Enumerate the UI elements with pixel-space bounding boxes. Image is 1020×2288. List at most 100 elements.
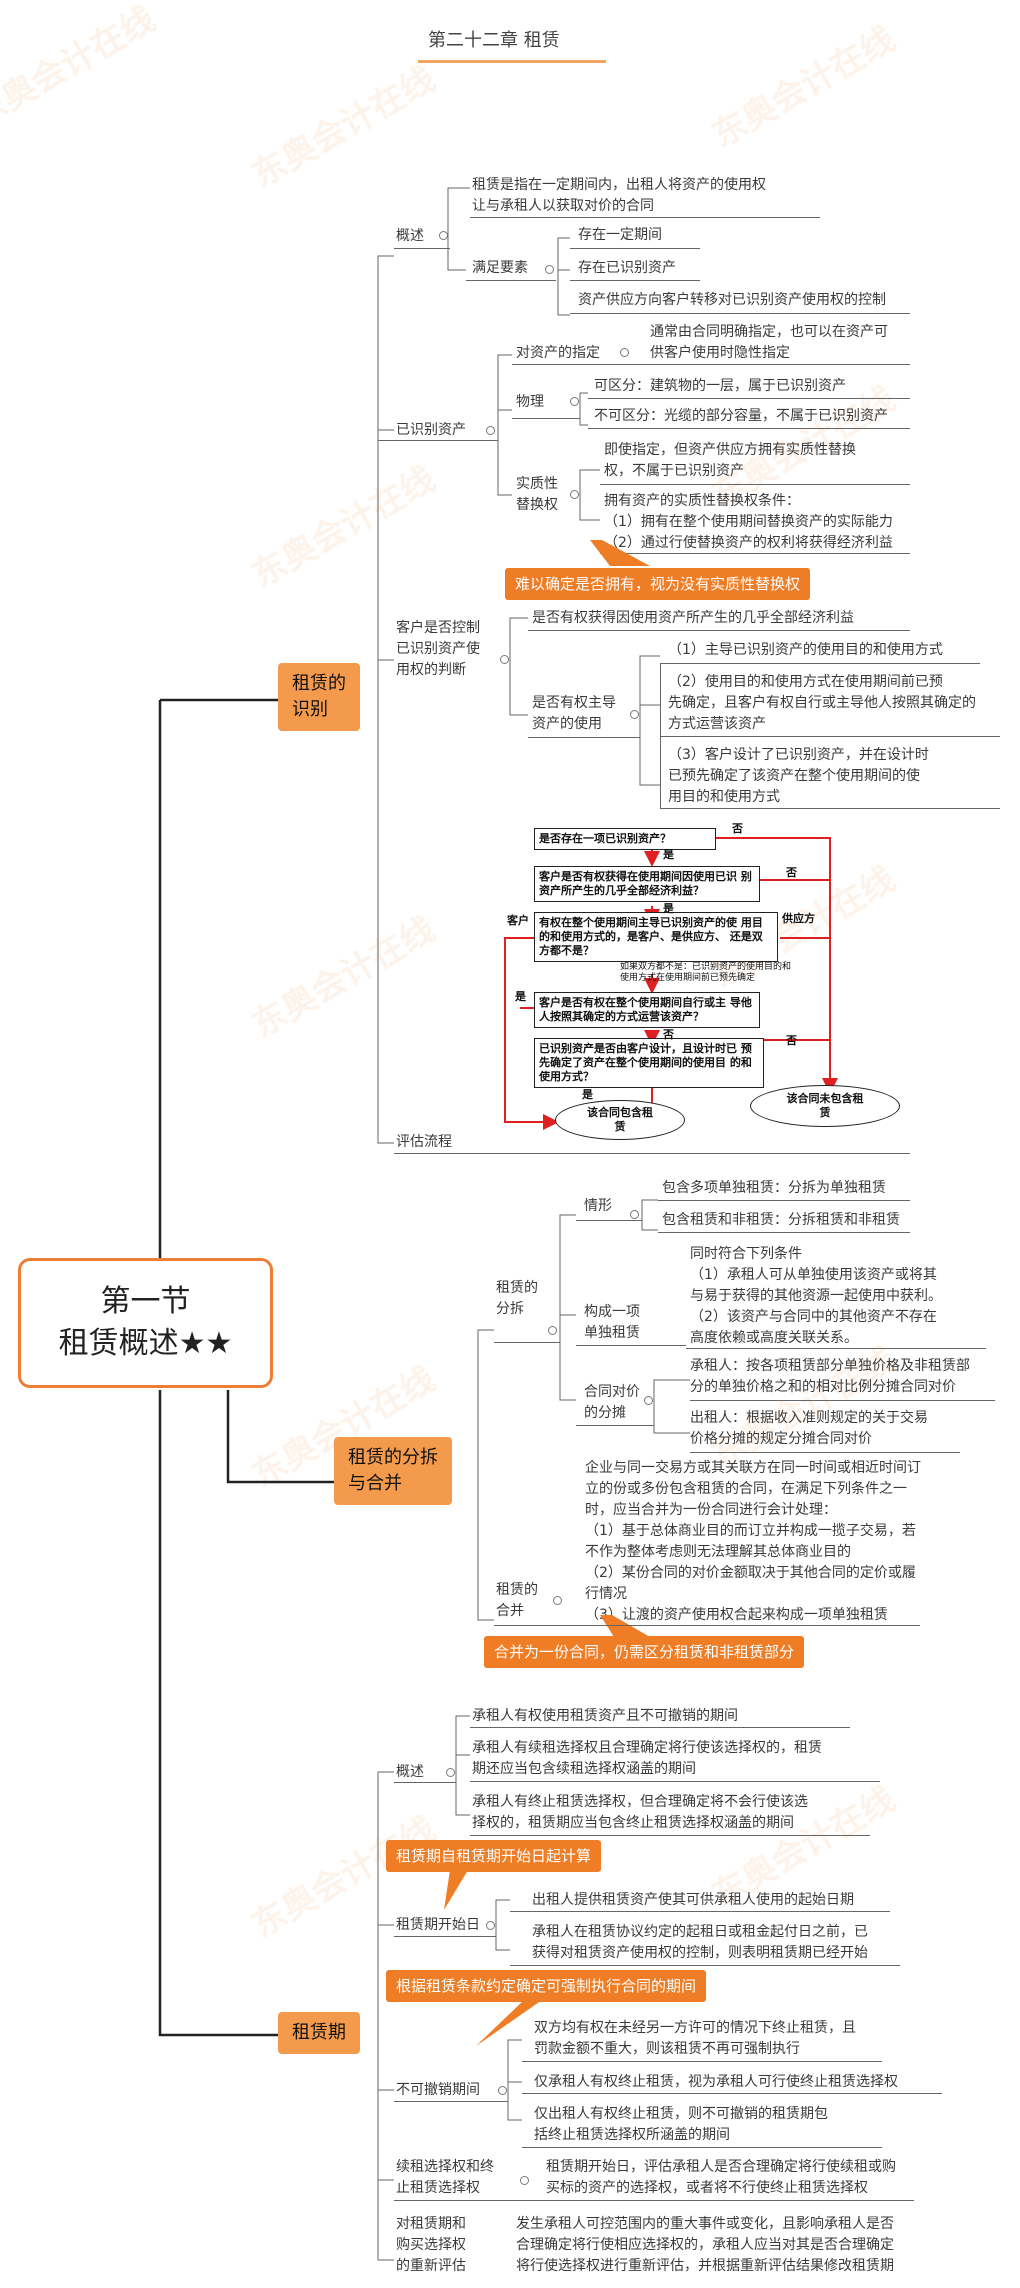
control-label: 客户是否控制 已识别资产使 用权的判断: [396, 620, 480, 678]
root-line1: 第一节: [100, 1284, 191, 1319]
underline: [658, 1232, 910, 1233]
note-pointer: [600, 1615, 650, 1637]
underline: [510, 1965, 900, 1966]
underline: [570, 280, 700, 281]
flow-label-no: 否: [786, 1034, 797, 1047]
section-lease-identification: 租赁的 识别: [278, 663, 360, 731]
direct-use-label: 是否有权主导 资产的使用: [532, 695, 616, 732]
identified-asset-label: 已识别资产: [396, 422, 466, 438]
note-pointer: [444, 1870, 468, 1910]
underline: [394, 2101, 508, 2102]
chapter-underline: [418, 60, 606, 63]
underline: [686, 1348, 986, 1349]
separate-lease-text: 同时符合下列条件 （1）承租人可从单独使用该资产或将其 与易于获得的其他资源一起…: [690, 1246, 942, 1346]
note-pointer: [590, 540, 650, 566]
underline: [394, 1153, 910, 1154]
condition-item: 资产供应方向客户转移对已识别资产使用权的控制: [578, 292, 886, 308]
section-split-merge: 租赁的分拆 与合并: [334, 1437, 452, 1505]
noncancellable-label: 不可撤销期间: [396, 2082, 480, 2098]
term-overview-item: 承租人有终止租赁选择权，但合理确定将不会行使该选 择权的，租赁期应当包含终止租赁…: [472, 1794, 808, 1831]
merge-note: 合并为一份合同，仍需区分租赁和非租赁部分: [484, 1636, 805, 1668]
underline: [660, 663, 980, 664]
allocation-item: 出租人：根据收入准则规定的关于交易 价格分摊的规定分摊合同对价: [690, 1410, 928, 1447]
underline: [588, 428, 910, 429]
root-node: 第一节 租赁概述★★: [18, 1258, 273, 1388]
underline: [600, 553, 910, 554]
flow-q1: 是否存在一项已识别资产？: [534, 828, 716, 850]
situation-item: 包含租赁和非租赁：分拆租赁和非租赁: [662, 1212, 900, 1228]
allocation-item: 承租人：按各项租赁部分单独价格及非租赁部 分的单独价格之和的相对比例分摊合同对价: [690, 1358, 970, 1395]
node-dot: [570, 490, 579, 499]
flow-label-no: 否: [786, 866, 797, 879]
node-dot: [486, 426, 495, 435]
underline: [576, 1220, 642, 1221]
underline: [494, 1625, 584, 1626]
note-pointer: [476, 2000, 542, 2046]
flow-label-customer: 客户: [507, 914, 529, 927]
underline: [512, 364, 642, 365]
underline: [394, 248, 450, 249]
commencement-item: 承租人在租赁协议约定的起租日或租金起付日之前，已 获得对租赁资产使用权的控制，则…: [532, 1924, 868, 1961]
term-overview-item: 承租人有权使用租赁资产且不可撤销的期间: [472, 1708, 738, 1724]
condition-item: 存在已识别资产: [578, 260, 676, 276]
node-dot: [486, 1921, 495, 1930]
underline: [580, 1625, 920, 1626]
underline: [522, 2061, 882, 2062]
node-dot: [620, 348, 629, 357]
noncancellable-item: 仅出租人有权终止租赁，则不可撤销的租赁期包 括终止租赁选择权所涵盖的期间: [534, 2106, 828, 2143]
flow-q4: 客户是否有权在整个使用期间自行或主 导他人按照其确定的方式运营该资产？: [534, 992, 760, 1028]
split-label: 租赁的 分拆: [496, 1280, 538, 1317]
node-dot: [570, 397, 579, 406]
economic-benefit: 是否有权获得因使用资产所产生的几乎全部经济利益: [532, 610, 854, 626]
underline: [394, 1936, 496, 1937]
flow-q5: 已识别资产是否由客户设计，且设计时已 预先确定了资产在整个使用期间的使用目 的和…: [534, 1038, 764, 1088]
underline: [576, 1425, 654, 1426]
flow-q3: 有权在整个使用期间主导已识别资产的使 用目的和使用方式的，是客户、是供应方、 还…: [534, 912, 778, 962]
merge-text: 企业与同一交易方或其关联方在同一时间或相近时间订 立的份或多份包含租赁的合同，在…: [585, 1460, 921, 1623]
underline: [528, 737, 640, 738]
underline: [658, 1200, 910, 1201]
merge-label: 租赁的 合并: [496, 1582, 538, 1619]
underline: [470, 217, 820, 218]
reassessment-text: 发生承租人可控范围内的重大事件或变化，且影响承租人是否 合理确定将行使相应选择权…: [516, 2216, 894, 2274]
condition-item: 存在一定期间: [578, 227, 662, 243]
flow-q2: 客户是否有权获得在使用期间因使用已识 别资产所产生的几乎全部经济利益？: [534, 866, 760, 902]
noncancellable-item: 仅承租人有权终止租赁，视为承租人可行使终止租赁选择权: [534, 2074, 898, 2090]
underline: [394, 1782, 456, 1783]
flow-label-no: 否: [663, 1028, 674, 1041]
underline: [660, 808, 1000, 809]
node-dot: [498, 2086, 507, 2095]
node-dot: [520, 2176, 529, 2185]
node-dot: [630, 710, 639, 719]
direct-use-item: （2）使用目的和使用方式在使用期间前已预 先确定，且客户有权自行或主导他人按照其…: [668, 674, 976, 732]
flow-label-no: 否: [732, 822, 743, 835]
separate-lease-label: 构成一项 单独租赁: [584, 1304, 640, 1341]
bracket: [660, 663, 661, 808]
situation-item: 包含多项单独租赁：分拆为单独租赁: [662, 1180, 886, 1196]
node-dot: [644, 1396, 653, 1405]
commencement-label: 租赁期开始日: [396, 1917, 480, 1933]
substitution-text-1: 即使指定，但资产供应方拥有实质性替换 权，不属于已识别资产: [604, 442, 856, 479]
noncancellable-item: 双方均有权在未经另一方许可的情况下终止租赁，且 罚款金额不重大，则该租赁不再可强…: [534, 2020, 856, 2057]
underline: [522, 2093, 942, 2094]
underline: [528, 630, 910, 631]
section-lease-term: 租赁期: [278, 2012, 360, 2054]
underline: [470, 1727, 850, 1728]
option-text: 租赁期开始日，评估承租人是否合理确定将行使续租或购 买标的资产的选择权，或者将不…: [546, 2159, 896, 2196]
direct-use-item: （3）客户设计了已识别资产，并在设计时 已预先确定了该资产在整个使用期间的使 用…: [668, 747, 929, 805]
overview-label: 概述: [396, 228, 424, 244]
root-line2: 租赁概述★★: [58, 1326, 233, 1361]
underline: [576, 1345, 686, 1346]
underline: [660, 736, 1000, 737]
underline: [570, 248, 700, 249]
flow-end-lease: 该合同包含租 赁: [555, 1100, 685, 1140]
lease-definition: 租赁是指在一定期间内，出租人将资产的使用权 让与承租人以获取对价的合同: [472, 177, 766, 214]
underline: [466, 280, 556, 281]
underline: [378, 440, 498, 441]
underline: [394, 2200, 914, 2201]
enforceable-note: 根据租赁条款约定确定可强制执行合同的期间: [386, 1970, 707, 2002]
flow-label-yes: 是: [515, 990, 526, 1003]
underline: [600, 484, 910, 485]
underline: [690, 1452, 960, 1453]
